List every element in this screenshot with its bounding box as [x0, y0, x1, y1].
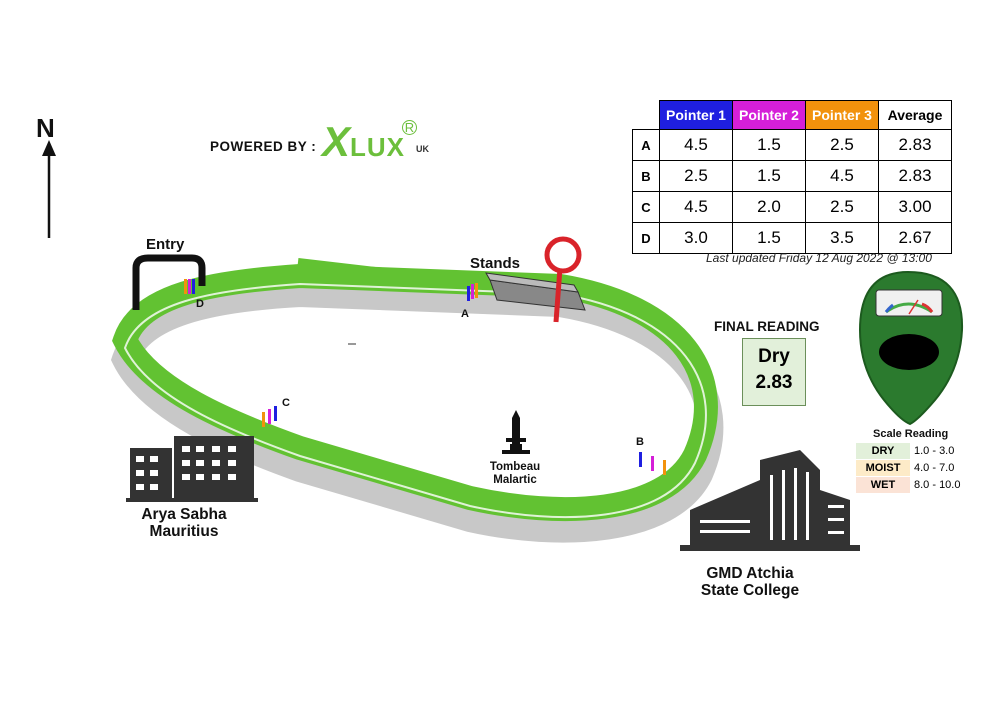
pointer-label-a: A [461, 308, 469, 320]
tombeau-malartic-label: Tombeau Malartic [489, 461, 541, 486]
final-reading-value: 2.83 [755, 372, 793, 393]
racetrack [112, 263, 718, 522]
row-label: D [632, 222, 660, 254]
header-pointer-3: Pointer 3 [805, 100, 879, 130]
scale-range: 1.0 - 3.0 [914, 445, 955, 457]
scale-label: WET [856, 477, 910, 493]
table-cell: 2.83 [878, 160, 952, 192]
stands-label: Stands [470, 255, 521, 272]
table-row: D 3.0 1.5 3.5 2.67 [632, 222, 952, 254]
table-cell: 3.0 [659, 222, 733, 254]
arya-sabha-building-icon [126, 436, 258, 502]
xlux-logo: XLUX R UK [322, 118, 429, 166]
table-cell: 3.5 [805, 222, 879, 254]
north-label: N [36, 113, 55, 143]
powered-by-text: POWERED BY : [210, 139, 317, 154]
pointer-label-d: D [196, 298, 204, 310]
table-cell: 4.5 [805, 160, 879, 192]
final-reading-condition: Dry [758, 346, 790, 367]
north-arrow-head [42, 140, 56, 156]
scale-range: 8.0 - 10.0 [914, 479, 961, 491]
pointer-markers-d [184, 279, 195, 294]
table-cell: 2.0 [732, 191, 806, 223]
table-cell: 4.5 [659, 191, 733, 223]
scale-label: MOIST [856, 460, 910, 476]
logo-uk: UK [416, 144, 429, 154]
table-row: A 4.5 1.5 2.5 2.83 [632, 129, 952, 161]
scale-reading-title: Scale Reading [873, 428, 949, 440]
moisture-meter-icon [858, 270, 964, 426]
header-pointer-2: Pointer 2 [732, 100, 806, 130]
final-reading-box: Dry 2.83 [742, 338, 806, 406]
table-cell: 1.5 [732, 222, 806, 254]
pointer-markers-c [262, 406, 277, 427]
scale-row-moist: MOIST 4.0 - 7.0 [856, 460, 966, 476]
table-row: B 2.5 1.5 4.5 2.83 [632, 160, 952, 192]
monument-icon [502, 410, 530, 454]
scale-row-dry: DRY 1.0 - 3.0 [856, 443, 966, 459]
header-pointer-1: Pointer 1 [659, 100, 733, 130]
header-average: Average [878, 100, 952, 130]
pointer-readings-table: Pointer 1 Pointer 2 Pointer 3 Average A … [632, 100, 952, 254]
pointer-markers-b [639, 452, 666, 475]
table-cell: 2.5 [805, 129, 879, 161]
winning-post-icon [553, 267, 563, 323]
table-cell: 1.5 [732, 129, 806, 161]
scale-label: DRY [856, 443, 910, 459]
logo-registered-mark: R [402, 120, 417, 135]
gmd-atchia-building-icon [680, 450, 860, 551]
table-cell: 2.67 [878, 222, 952, 254]
logo-lux: LUX [350, 132, 406, 162]
pointer-label-c: C [282, 397, 290, 409]
table-cell: 3.00 [878, 191, 952, 223]
table-cell: 4.5 [659, 129, 733, 161]
final-reading-title: FINAL READING [714, 319, 820, 334]
table-cell: 2.5 [659, 160, 733, 192]
scale-row-wet: WET 8.0 - 10.0 [856, 477, 966, 493]
last-updated-text: Last updated Friday 12 Aug 2022 @ 13:00 [706, 251, 932, 265]
arya-sabha-label: Arya Sabha Mauritius [141, 506, 227, 540]
scale-range: 4.0 - 7.0 [914, 462, 955, 474]
track-chute [297, 258, 471, 286]
gmd-atchia-label: GMD Atchia State College [700, 565, 800, 599]
pointer-label-b: B [636, 436, 644, 448]
table-cell: 2.5 [805, 191, 879, 223]
pointer-markers-a [467, 283, 478, 301]
table-cell: 1.5 [732, 160, 806, 192]
entry-label: Entry [146, 236, 185, 253]
row-label: B [632, 160, 660, 192]
row-label: A [632, 129, 660, 161]
entry-gate-icon [132, 254, 206, 310]
logo-x: X [322, 118, 351, 165]
table-cell: 2.83 [878, 129, 952, 161]
row-label: C [632, 191, 660, 223]
table-row: C 4.5 2.0 2.5 3.00 [632, 191, 952, 223]
